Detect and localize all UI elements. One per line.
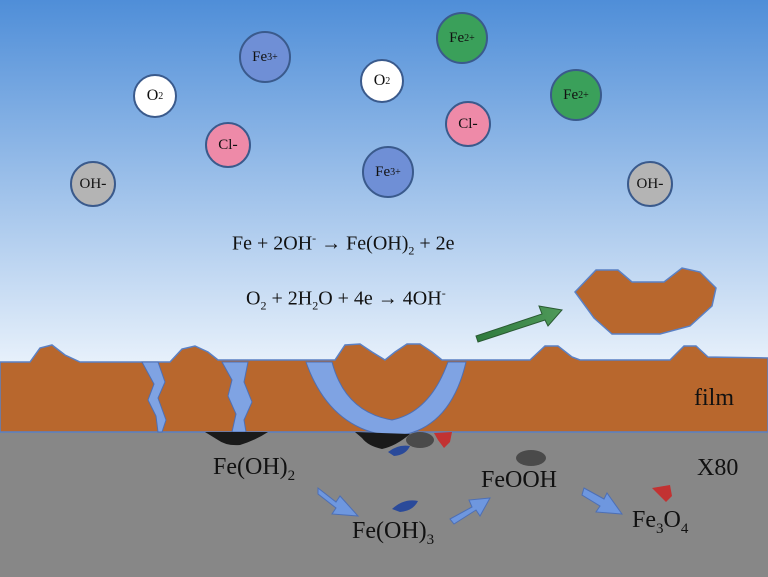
feooh-particle [516,450,546,466]
product-feoh3: Fe(OH)3 [352,518,434,549]
ion-superscript: - [472,115,478,132]
detached-film-fragment [574,267,717,335]
eq1-sub: 2 [408,243,415,258]
arrow-feoh3-to-feooh [449,497,491,525]
ion-label: OH [79,175,102,192]
ion-label: OH [636,175,659,192]
feoh3-sub: 3 [426,531,435,548]
fe3o4-particle [652,485,672,502]
ion-label: Fe [252,48,268,65]
ion-label: O [373,72,386,89]
feoh2-deposit-1 [205,432,268,446]
corrosion-film [0,343,768,433]
arrow-film-detach [475,305,563,343]
fe3o4-o: O [663,507,681,533]
equation-1: Fe + 2OH- → Fe(OH)2 + 2e [232,231,455,259]
ion-subscript: 2 [158,90,164,102]
feoh3-base: Fe(OH) [352,518,427,544]
arrow-feooh-to-fe3o4 [581,487,624,515]
eq1-right: + 2e [414,232,455,255]
fe3o4-sub1: 3 [656,520,664,537]
fe3o4-sub2: 4 [680,520,689,537]
product-feoh2: Fe(OH)2 [213,454,295,485]
fe3o4-fe: Fe [632,507,656,533]
ion-cl-b: Cl- [445,101,491,147]
ion-label: Fe [563,86,579,103]
ion-superscript: - [658,175,664,192]
ion-label: Fe [375,163,391,180]
eq1-sup: - [312,231,317,245]
feoh2-deposit-2 [355,432,410,449]
ion-superscript: - [232,136,238,153]
ion-label: O [146,87,159,104]
ion-superscript: 2+ [578,89,589,101]
fe3o4-particle-pit [434,432,452,448]
film-label: film [694,385,734,411]
eq2-o: O [246,287,261,310]
eq2-sub2: 2 [312,298,319,313]
ion-superscript: 2+ [464,32,475,44]
x80-label: X80 [697,455,739,481]
ion-superscript: 3+ [390,166,401,178]
equation-2: O2 + 2H2O + 4e → 4OH- [246,286,446,314]
eq2-right: O + 4e → 4OH [318,287,442,310]
feoh2-sub: 2 [287,467,296,484]
feoh2-base: Fe(OH) [213,454,288,480]
eq2-sub1: 2 [260,298,267,313]
ion-label: Cl [218,136,233,153]
x80-substrate [0,430,768,577]
ion-oh-a: OH- [70,161,116,207]
feooh-base: FeOOH [481,467,557,493]
ion-label: Cl [458,115,473,132]
eq1-mid: → Fe(OH) [316,232,409,255]
product-feooh: FeOOH [481,467,557,494]
eq2-sup: - [441,286,446,300]
ion-subscript: 2 [385,75,391,87]
ion-superscript: - [101,175,107,192]
arrow-feoh2-to-feoh3 [317,486,360,517]
ion-cl-a: Cl- [205,122,251,168]
pit-cavity [305,361,467,437]
ion-oh-b: OH- [627,161,673,207]
eq1-left: Fe + 2OH [232,232,313,255]
eq2-mid: + 2H [266,287,313,310]
feooh-particle-pit [406,432,434,448]
product-fe3o4: Fe3O4 [632,507,688,538]
ion-superscript: 3+ [267,51,278,63]
feoh3-particle [392,500,418,512]
ion-label: Fe [449,29,465,46]
film-crack-1 [141,361,167,433]
feoh3-particle-pit [388,445,410,456]
